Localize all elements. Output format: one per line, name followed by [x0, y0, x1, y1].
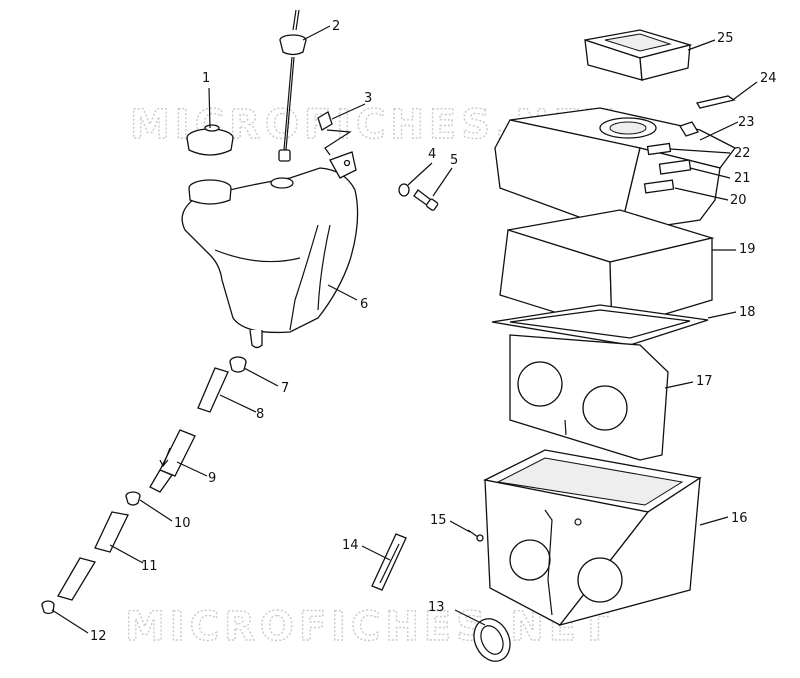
part-13-boot-ring	[473, 618, 511, 662]
callout-14: 14	[342, 538, 359, 553]
part-15-screw	[467, 529, 484, 542]
part-14-strap	[371, 533, 407, 591]
part-1-filler-cap	[186, 124, 234, 156]
callout-17: 17	[696, 374, 713, 389]
watermark-bottom: MICROFICHES.NET	[125, 604, 613, 650]
part-11-hose	[94, 511, 129, 553]
part-2-fuel-gauge	[278, 9, 307, 162]
callout-15: 15	[430, 513, 447, 528]
callout-labels: 1 2 3 4 5 6 7 8 9 10 11 12 13 14 15 16 1…	[90, 19, 777, 644]
callout-20: 20	[730, 193, 747, 208]
part-24-strap	[695, 95, 736, 109]
callout-8: 8	[256, 407, 264, 422]
callout-19: 19	[739, 242, 756, 257]
callout-3: 3	[364, 91, 372, 106]
part-10-clamp	[125, 491, 141, 506]
callout-21: 21	[734, 171, 751, 186]
callout-9: 9	[208, 471, 216, 486]
part-19-foam-filter	[499, 209, 715, 331]
callout-10: 10	[174, 516, 191, 531]
callout-4: 4	[428, 147, 436, 162]
callout-7: 7	[281, 381, 289, 396]
part-18-gasket	[491, 304, 709, 346]
callout-12: 12	[90, 629, 107, 644]
callout-2: 2	[332, 19, 340, 34]
part-17-plate	[509, 334, 669, 461]
callout-25: 25	[717, 31, 734, 46]
part-16-airbox	[483, 449, 702, 627]
part-4-washer	[398, 183, 410, 197]
part-5-bolt	[413, 189, 439, 211]
part-7-clamp	[229, 356, 247, 373]
callout-1: 1	[202, 71, 210, 86]
leader-lines	[51, 25, 758, 634]
part-12-clamp	[41, 600, 55, 615]
part-25-foam-block	[584, 29, 693, 81]
part-23-airbox-cover	[494, 107, 736, 233]
callout-5: 5	[450, 153, 458, 168]
part-3-clip	[317, 111, 333, 131]
callout-13: 13	[428, 600, 445, 615]
callout-6: 6	[360, 297, 368, 312]
callout-22: 22	[734, 146, 751, 161]
part-8-hose	[197, 367, 229, 413]
callout-24: 24	[760, 71, 777, 86]
part-6-fuel-tank	[181, 151, 359, 349]
callout-18: 18	[739, 305, 756, 320]
callout-23: 23	[738, 115, 755, 130]
part-9-fuel-filter	[149, 429, 196, 493]
callout-11: 11	[141, 559, 158, 574]
callout-16: 16	[731, 511, 748, 526]
